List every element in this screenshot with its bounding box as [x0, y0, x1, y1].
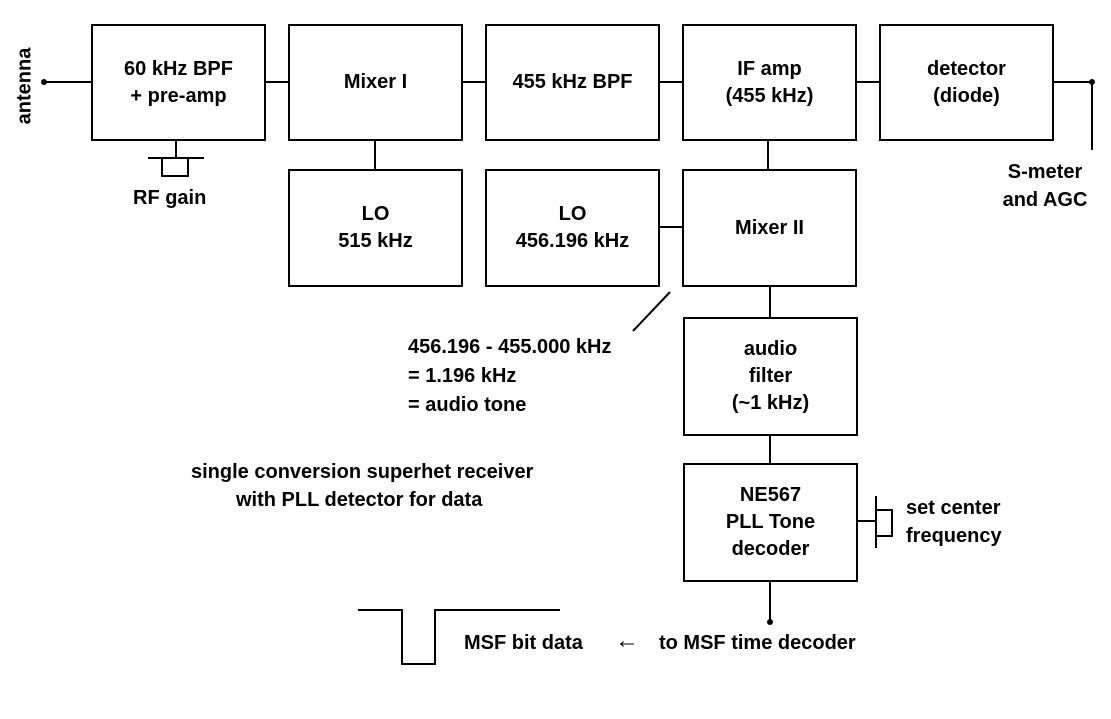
lo-456khz-block: LO 456.196 kHz — [485, 169, 660, 287]
block-line: audio — [743, 338, 798, 360]
block-line: Mixer II — [735, 216, 804, 239]
to-msf-time-decoder-label: to MSF time decoder — [659, 632, 856, 654]
audio-filter-block: audio filter (~1 kHz) — [683, 317, 858, 436]
block-line: (455 kHz) — [725, 84, 814, 107]
block-line: PLL Tone — [725, 511, 816, 533]
block-line: NE567 — [739, 484, 802, 506]
set-center-frequency-label: set center frequency — [906, 494, 1002, 550]
block-line: + pre-amp — [130, 84, 227, 107]
block-line: detector — [927, 57, 1006, 80]
block-line: decoder — [731, 538, 810, 560]
block-line: LO — [558, 203, 587, 225]
label-line: = audio tone — [408, 394, 527, 416]
label-line: frequency — [906, 525, 1002, 547]
label-line: S-meter — [1007, 161, 1083, 183]
smeter-agc-label: S-meter and AGC — [992, 158, 1098, 214]
msf-bit-data-label: MSF bit data — [464, 632, 583, 654]
detector-output-terminal — [1089, 79, 1095, 85]
bpf-455khz-block: 455 kHz BPF — [485, 24, 660, 141]
block-line: Mixer I — [343, 71, 408, 93]
if-amp-block: IF amp (455 kHz) — [682, 24, 857, 141]
detector-block: detector (diode) — [879, 24, 1054, 141]
diagram-title-line1: single conversion superhet receiver — [191, 461, 534, 483]
rf-gain-label: RF gain — [133, 187, 207, 209]
block-line: 455 kHz BPF — [512, 71, 633, 93]
rf-gain-pot-body — [161, 157, 189, 177]
audio-tone-calculation: 456.196 - 455.000 kHz = 1.196 kHz = audi… — [408, 333, 612, 420]
block-line: LO — [361, 203, 390, 225]
left-arrow-icon: ← — [615, 627, 639, 654]
bpf-60khz-preamp-block: 60 kHz BPF + pre-amp — [91, 24, 266, 141]
msf-pulse-waveform — [358, 609, 560, 665]
lo-515khz-block: LO 515 kHz — [288, 169, 463, 287]
block-line: (~1 kHz) — [731, 392, 810, 414]
block-line: 60 kHz BPF — [124, 57, 233, 80]
mixer-2-block: Mixer II — [682, 169, 857, 287]
calc-leader-line — [632, 291, 671, 332]
block-line: filter — [748, 365, 793, 387]
label-line: 456.196 - 455.000 kHz — [408, 336, 612, 358]
set-center-trimmer — [875, 509, 893, 537]
label-line: = 1.196 kHz — [408, 365, 517, 387]
ne567-output-terminal — [767, 619, 773, 625]
mixer-1-block: Mixer I — [288, 24, 463, 141]
block-line: (diode) — [933, 84, 1000, 107]
diagram-title-line2: with PLL detector for data — [236, 489, 483, 511]
block-line: 456.196 kHz — [515, 230, 630, 252]
block-line: IF amp — [737, 57, 802, 80]
antenna-label: antenna — [13, 47, 36, 125]
label-line: set center — [906, 497, 1001, 519]
ne567-pll-decoder-block: NE567 PLL Tone decoder — [683, 463, 858, 582]
block-line: 515 kHz — [338, 230, 413, 252]
antenna-terminal — [41, 79, 47, 85]
label-line: and AGC — [1002, 189, 1088, 211]
